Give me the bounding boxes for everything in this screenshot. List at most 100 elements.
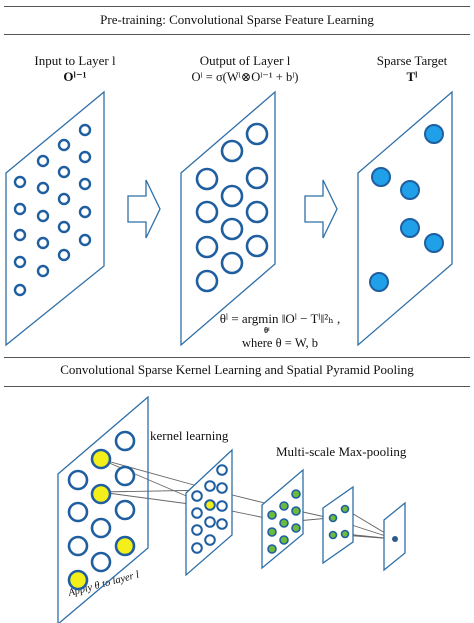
pooling-map-2 (322, 485, 354, 565)
input-circle (57, 248, 71, 262)
target-circle (371, 167, 391, 187)
layer-circle (67, 469, 89, 491)
pool-circle (267, 544, 277, 554)
layer-input-map (57, 395, 149, 623)
target-feature-map (357, 90, 453, 347)
input-circles (13, 123, 92, 297)
layer-input-circles (67, 430, 136, 591)
input-circle (13, 175, 27, 189)
layer-circle (90, 517, 112, 539)
target-circles (369, 124, 444, 292)
output-circle (195, 235, 219, 259)
objective-subscript: θˡ (264, 326, 270, 335)
top-title-rule (4, 34, 470, 35)
pool-circle (267, 527, 277, 537)
output-circle (220, 184, 244, 208)
layer-circle (114, 499, 136, 521)
kernel-circle (216, 464, 228, 476)
pool-circle (291, 506, 301, 516)
output-circle (245, 234, 269, 258)
input-circle (36, 154, 50, 168)
output-circle (245, 200, 269, 224)
pool-circle (279, 518, 289, 528)
kernel-circle (191, 507, 203, 519)
target-circle (400, 180, 420, 200)
target-circle (424, 124, 444, 144)
pool-circle (340, 529, 350, 539)
kernel-circle-yellow (204, 499, 216, 511)
pool-circle (328, 513, 338, 523)
pool-circle (340, 504, 350, 514)
pool-circle (291, 523, 301, 533)
layer-circle-yellow (90, 483, 112, 505)
pooling-1-circles (267, 489, 301, 554)
layer-circle (114, 465, 136, 487)
output-circles (195, 122, 269, 293)
kernel-circles (191, 464, 228, 554)
target-circle (424, 233, 444, 253)
target-circle (400, 218, 420, 238)
pool-circle (328, 530, 338, 540)
output-equation: Oˡ = σ(Wˡ⊗Oˡ⁻¹ + bˡ) (191, 70, 299, 84)
layer-circle-yellow (90, 448, 112, 470)
output-circle (195, 200, 219, 224)
kernel-learning-label: kernel learning (150, 428, 229, 443)
middle-rule-1 (4, 357, 470, 358)
pool-circle (291, 489, 301, 499)
input-circle (36, 264, 50, 278)
objective-equation: θˡ = argmin ‖Oˡ − Tˡ‖²ₕ , (219, 311, 341, 326)
input-circle (78, 123, 92, 137)
input-feature-map (5, 90, 105, 347)
layer-circle (67, 535, 89, 557)
input-circle (13, 255, 27, 269)
arrow-2 (304, 179, 338, 239)
pooling-label: Multi-scale Max-pooling (276, 444, 407, 459)
pool-circle (279, 535, 289, 545)
kernel-learning-title: Convolutional Sparse Kernel Learning and… (60, 362, 414, 377)
output-circle (245, 122, 269, 146)
kernel-circle (204, 480, 216, 492)
output-circle (195, 167, 219, 191)
kernel-circle (191, 490, 203, 502)
kernel-circle (191, 524, 203, 536)
target-symbol: Tˡ (406, 69, 418, 84)
input-circle (78, 177, 92, 191)
kernel-circle (204, 516, 216, 528)
objective-where: where θ = W, b (241, 336, 319, 350)
layer-circle (67, 501, 89, 523)
pooling-2-circles (328, 504, 350, 540)
kernel-circle (216, 482, 228, 494)
kernel-circle (216, 500, 228, 512)
input-circle (13, 228, 27, 242)
layer-circle-yellow (114, 535, 136, 557)
top-rule (4, 6, 470, 7)
layer-circle (114, 430, 136, 452)
target-circle (369, 272, 389, 292)
input-circle (78, 150, 92, 164)
target-label: Sparse Target (376, 53, 448, 68)
kernel-circle (216, 518, 228, 530)
layer-circle (90, 551, 112, 573)
input-circle (36, 236, 50, 250)
input-circle (78, 205, 92, 219)
layer-circle-yellow (67, 569, 89, 591)
output-circle (195, 269, 219, 293)
output-circle (220, 139, 244, 163)
input-circle (13, 202, 27, 216)
input-circle (57, 138, 71, 152)
input-symbol: Oˡ⁻¹ (63, 69, 87, 84)
arrow-1 (127, 179, 161, 239)
output-circle (220, 251, 244, 275)
input-label: Input to Layer l (34, 53, 116, 68)
output-label: Output of Layer l (199, 53, 291, 68)
pretraining-title: Pre-training: Convolutional Sparse Featu… (100, 12, 374, 27)
middle-rule-2 (4, 386, 470, 387)
input-circle (36, 181, 50, 195)
input-circle (78, 233, 92, 247)
pool-circle (279, 501, 289, 511)
pool-circle (267, 510, 277, 520)
output-feature-map (180, 90, 276, 347)
pool-output-dot (392, 536, 398, 542)
kernel-circle (191, 542, 203, 554)
